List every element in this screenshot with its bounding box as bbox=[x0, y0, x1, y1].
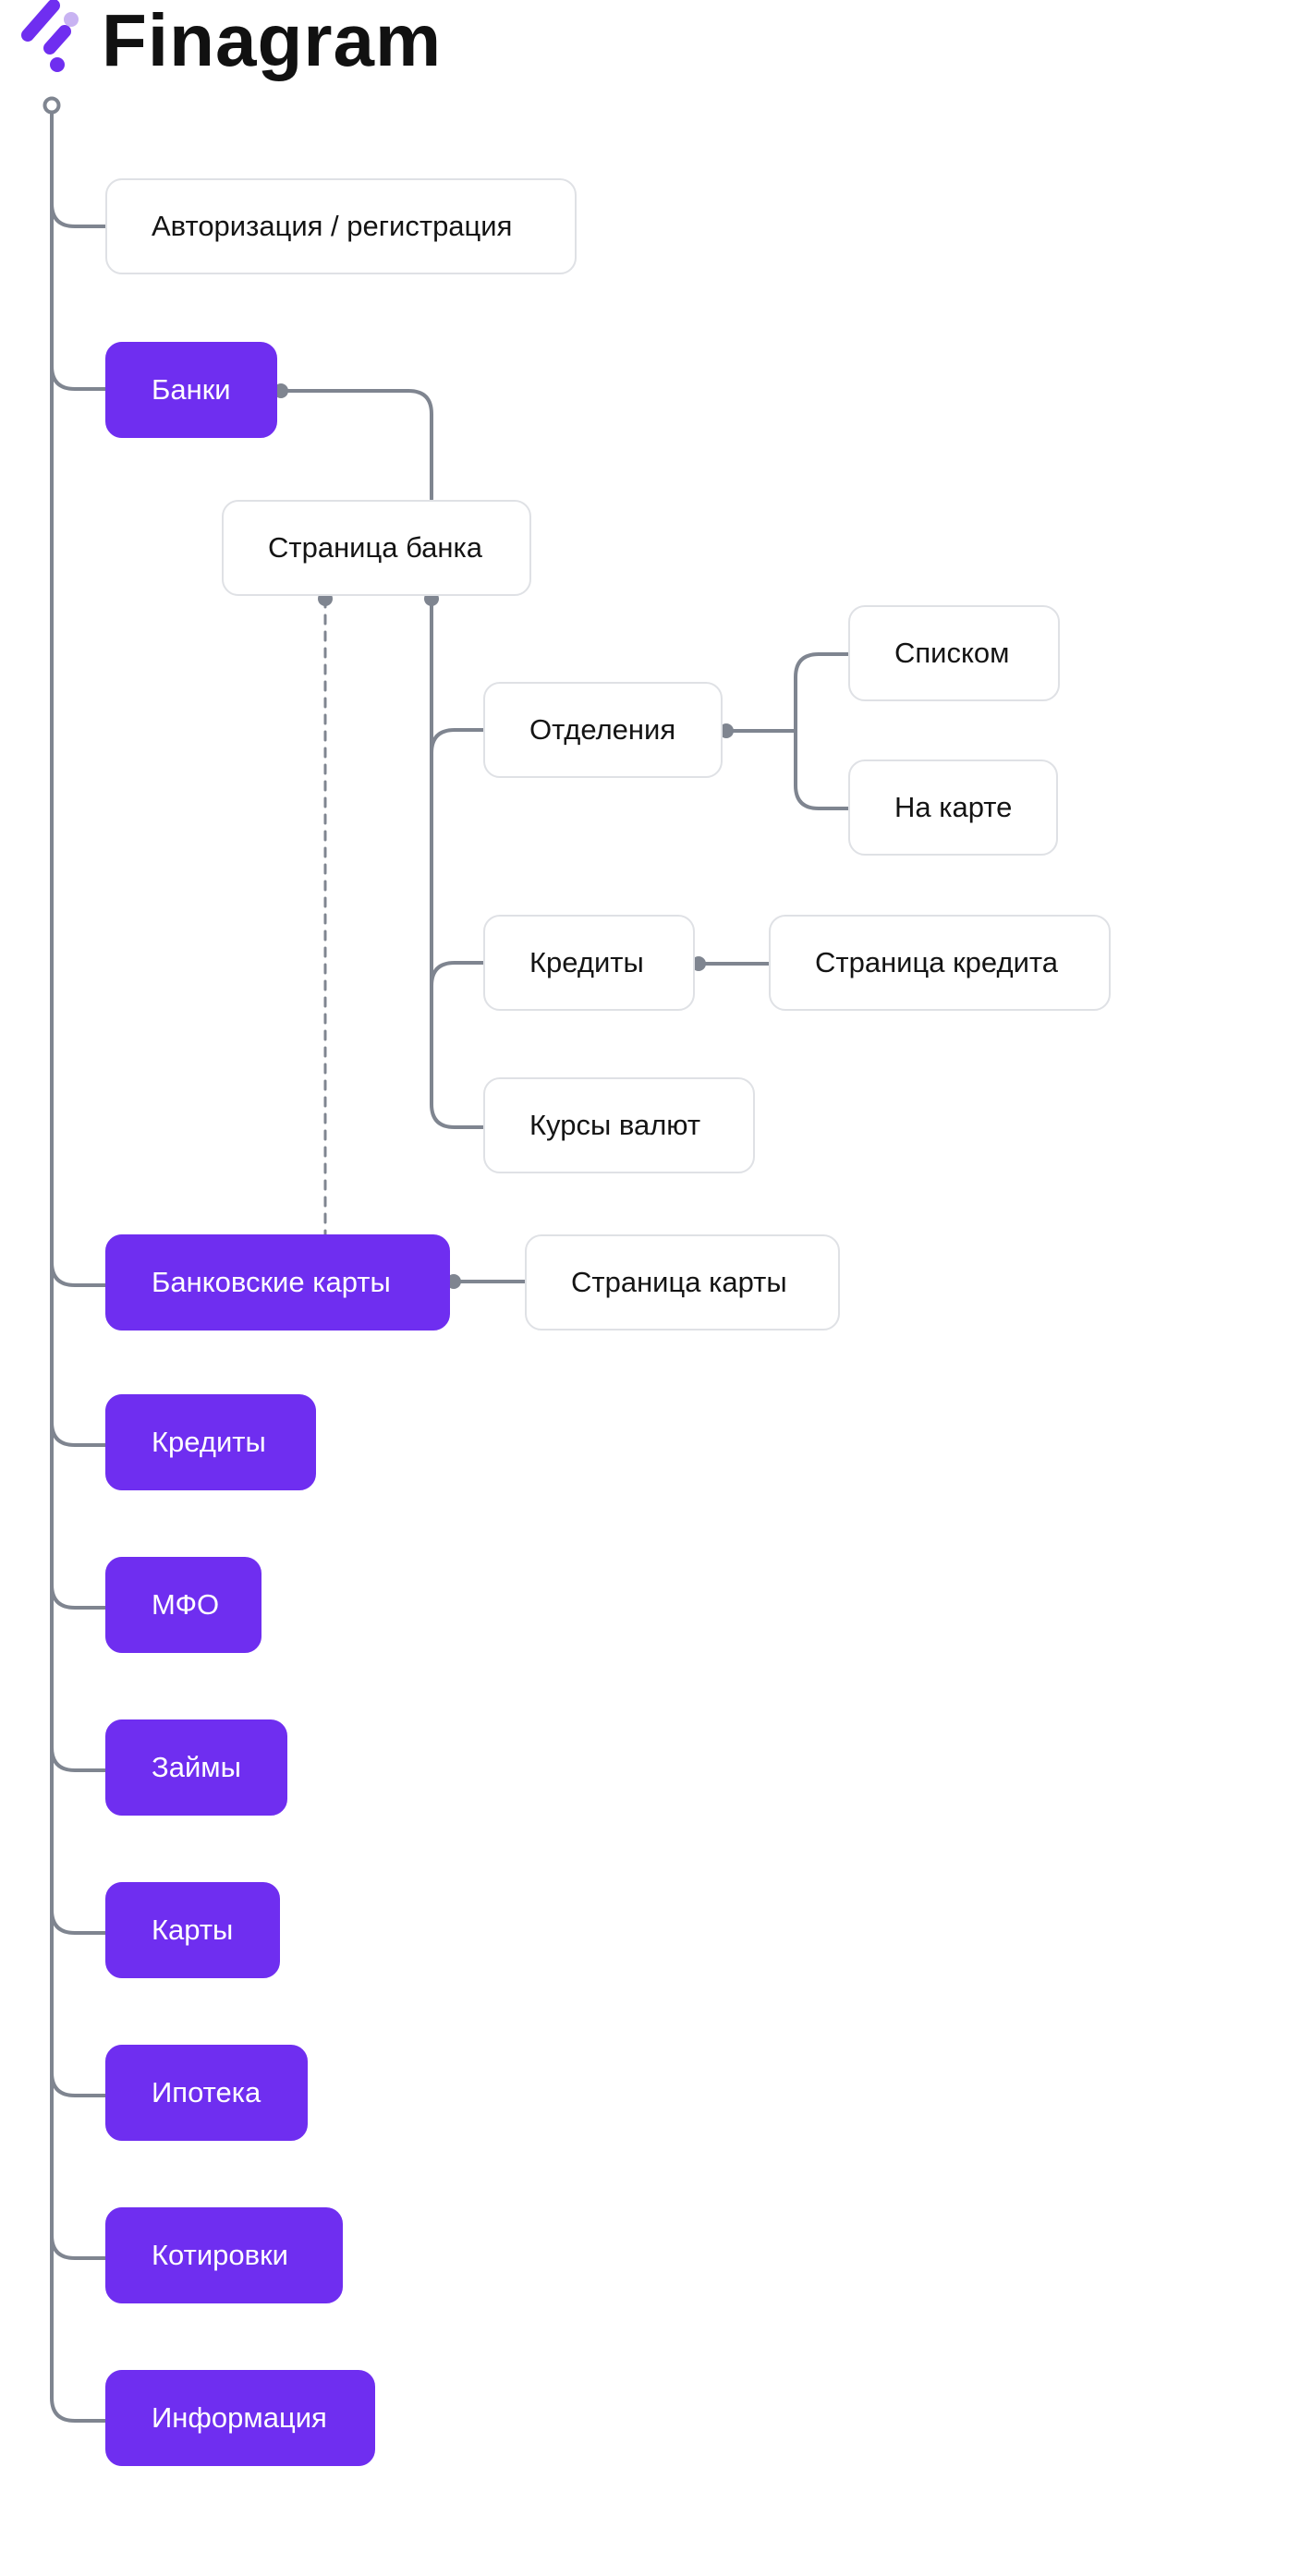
branch-auth bbox=[50, 201, 107, 228]
link-branches bbox=[430, 728, 485, 755]
node-on-map[interactable]: На карте bbox=[848, 759, 1058, 856]
brand-title: Finagram bbox=[102, 0, 443, 81]
node-mfo[interactable]: МФО bbox=[105, 1557, 261, 1653]
node-credit-page[interactable]: Страница кредита bbox=[769, 915, 1111, 1011]
branch-banks bbox=[50, 364, 107, 391]
branch-mortgage bbox=[50, 2071, 107, 2097]
link-on-map bbox=[794, 729, 850, 810]
link-as-list bbox=[794, 652, 850, 733]
main-trunk-line bbox=[50, 109, 107, 2423]
node-bank-page[interactable]: Страница банка bbox=[222, 500, 531, 596]
node-branches[interactable]: Отделения bbox=[483, 682, 723, 778]
link-bank-page-children bbox=[430, 597, 485, 1129]
node-credits[interactable]: Кредиты bbox=[105, 1394, 316, 1490]
node-bank-credits[interactable]: Кредиты bbox=[483, 915, 695, 1011]
branch-bank-cards bbox=[50, 1260, 107, 1287]
node-loans[interactable]: Займы bbox=[105, 1719, 287, 1816]
branch-credits bbox=[50, 1420, 107, 1447]
node-as-list[interactable]: Списком bbox=[848, 605, 1060, 701]
node-bank-cards[interactable]: Банковские карты bbox=[105, 1234, 450, 1331]
dot-banks bbox=[274, 383, 288, 398]
node-card-page[interactable]: Страница карты bbox=[525, 1234, 840, 1331]
branch-mfo bbox=[50, 1583, 107, 1610]
link-banks-bank-page bbox=[279, 389, 433, 501]
node-cards[interactable]: Карты bbox=[105, 1882, 280, 1978]
trunk-start-circle bbox=[43, 96, 61, 115]
node-exchange-rates[interactable]: Курсы валют bbox=[483, 1077, 755, 1173]
finagram-logo-icon bbox=[21, 0, 79, 72]
branch-cards bbox=[50, 1908, 107, 1935]
dot-bank-credits bbox=[691, 956, 706, 971]
branch-loans bbox=[50, 1745, 107, 1772]
node-mortgage[interactable]: Ипотека bbox=[105, 2045, 308, 2141]
link-bank-credits bbox=[430, 961, 485, 988]
node-info[interactable]: Информация bbox=[105, 2370, 375, 2466]
dot-branches bbox=[719, 723, 734, 738]
dot-bank-cards bbox=[446, 1274, 461, 1289]
branch-quotes bbox=[50, 2233, 107, 2260]
node-auth[interactable]: Авторизация / регистрация bbox=[105, 178, 577, 274]
node-quotes[interactable]: Котировки bbox=[105, 2207, 343, 2303]
node-banks[interactable]: Банки bbox=[105, 342, 277, 438]
